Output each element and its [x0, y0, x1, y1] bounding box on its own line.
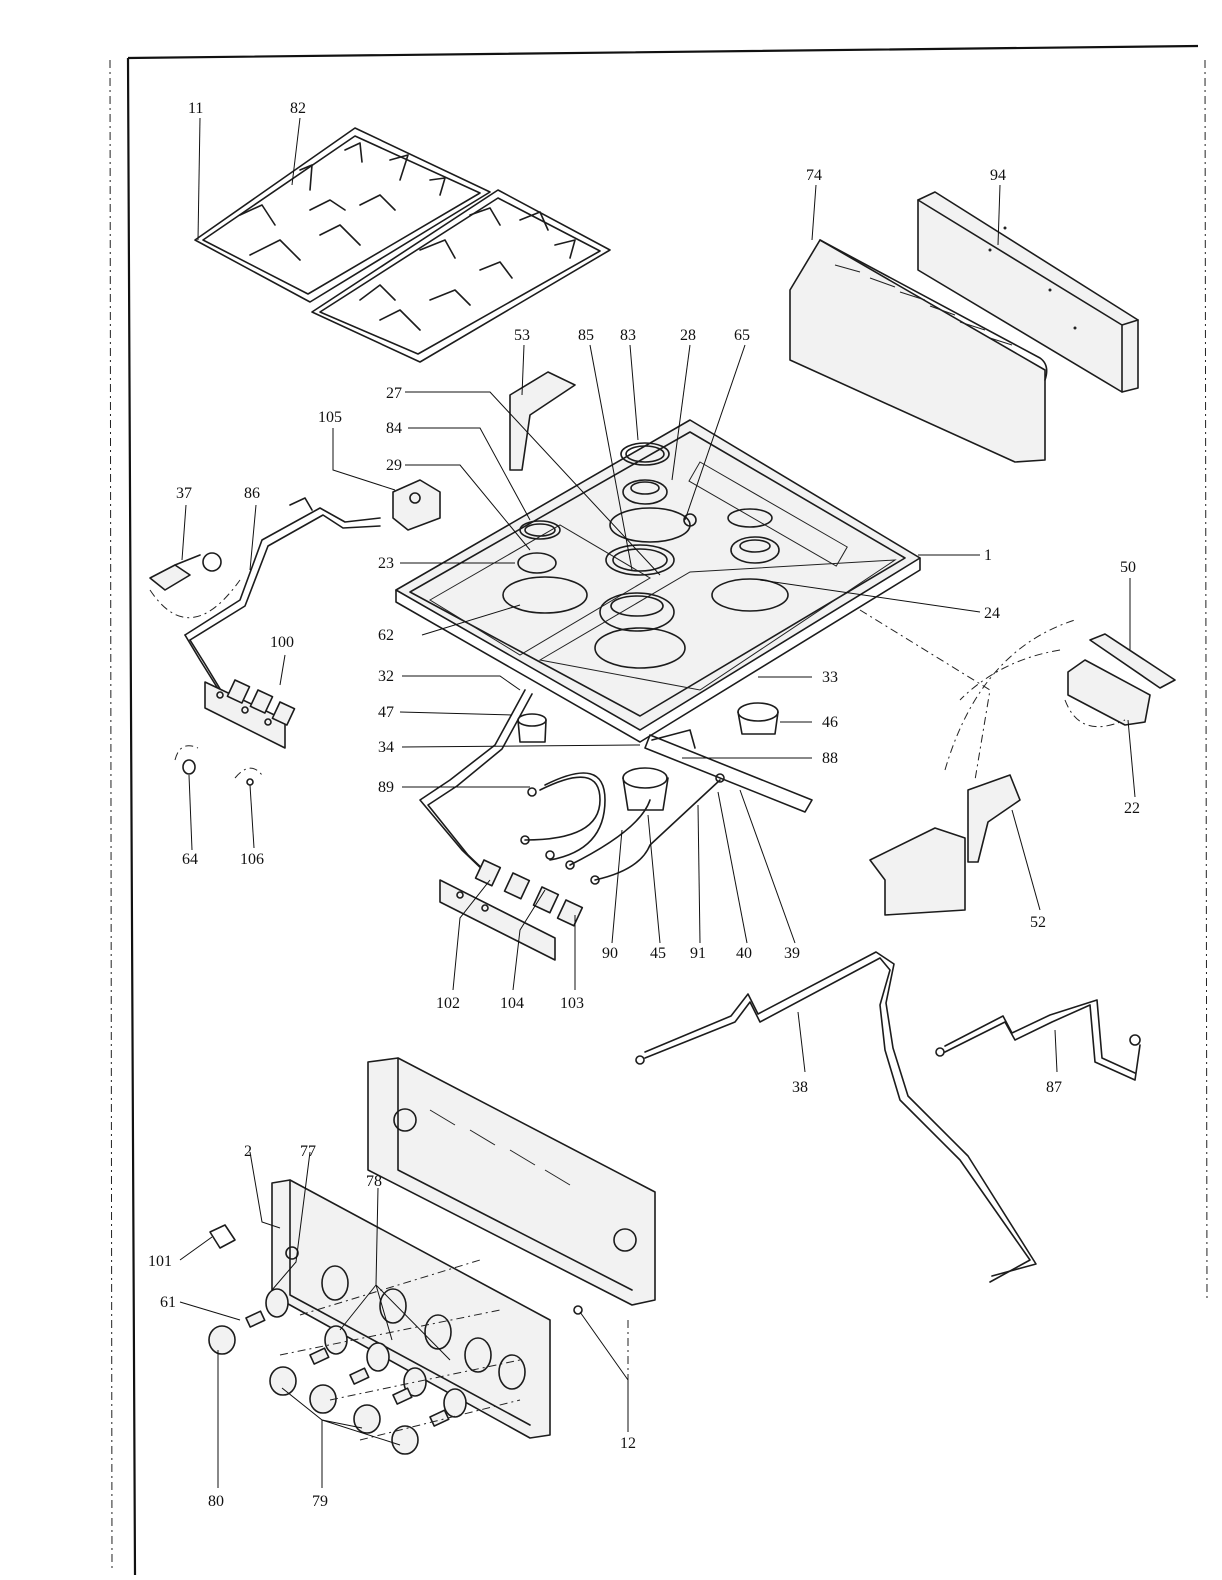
callout-65: 65 — [734, 327, 750, 344]
injector-cup-45 — [623, 768, 668, 810]
callout-52: 52 — [1030, 914, 1046, 931]
screw-106 — [247, 779, 253, 785]
callout-80: 80 — [208, 1493, 224, 1510]
edge-dashed-line-right — [1205, 60, 1207, 1300]
callout-89: 89 — [378, 779, 394, 796]
callout-24: 24 — [984, 605, 1000, 622]
gas-regulator — [393, 480, 440, 530]
injector-cup-46 — [738, 703, 778, 734]
callout-29: 29 — [386, 457, 402, 474]
flexible-hoses — [521, 773, 724, 884]
callout-47: 47 — [378, 704, 394, 721]
callout-64: 64 — [182, 851, 198, 868]
callout-104: 104 — [500, 995, 524, 1012]
seal-64 — [183, 760, 195, 774]
callout-23: 23 — [378, 555, 394, 572]
gas-pipe-87 — [936, 1000, 1140, 1080]
callout-79: 79 — [312, 1493, 328, 1510]
callout-84: 84 — [386, 420, 402, 437]
callout-86: 86 — [244, 485, 260, 502]
rail-88 — [645, 730, 812, 812]
thermostat-37 — [150, 553, 221, 590]
pan-support-grate-left — [195, 128, 490, 302]
callout-74: 74 — [806, 167, 822, 184]
callout-102: 102 — [436, 995, 460, 1012]
edge-dashed-line — [110, 60, 112, 1570]
callout-1: 1 — [984, 547, 992, 564]
callout-91: 91 — [690, 945, 706, 962]
callout-61: 61 — [160, 1294, 176, 1311]
callout-77: 77 — [300, 1143, 316, 1160]
callout-90: 90 — [602, 945, 618, 962]
callout-78: 78 — [366, 1173, 382, 1190]
callout-22: 22 — [1124, 800, 1140, 817]
callout-32: 32 — [378, 668, 394, 685]
callout-34: 34 — [378, 739, 394, 756]
callout-103: 103 — [560, 995, 584, 1012]
callout-28: 28 — [680, 327, 696, 344]
callout-46: 46 — [822, 714, 838, 731]
callout-87: 87 — [1046, 1079, 1062, 1096]
callout-82: 82 — [290, 100, 306, 117]
dashed-link-106 — [235, 768, 262, 778]
callout-2: 2 — [244, 1143, 252, 1160]
bracket-52 — [870, 775, 1020, 915]
support-bracket-53 — [510, 372, 575, 470]
callout-62: 62 — [378, 627, 394, 644]
dashed-link-64 — [175, 746, 198, 760]
gas-pipe-38 — [636, 952, 1036, 1282]
valve-manifold-front — [440, 860, 582, 960]
callout-94: 94 — [990, 167, 1006, 184]
callout-50: 50 — [1120, 559, 1136, 576]
callout-53: 53 — [514, 327, 530, 344]
callout-38: 38 — [792, 1079, 808, 1096]
hob-top-plate — [396, 420, 920, 742]
callout-12: 12 — [620, 1435, 636, 1452]
callout-83: 83 — [620, 327, 636, 344]
callout-100: 100 — [270, 634, 294, 651]
callout-27: 27 — [386, 385, 402, 402]
callout-45: 45 — [650, 945, 666, 962]
valve-manifold-100 — [205, 680, 295, 748]
pan-support-grate-right — [312, 190, 610, 362]
callout-85: 85 — [578, 327, 594, 344]
callout-106: 106 — [240, 851, 264, 868]
callout-40: 40 — [736, 945, 752, 962]
callout-88: 88 — [822, 750, 838, 767]
callout-101: 101 — [148, 1253, 172, 1270]
gas-pipe-center — [420, 690, 532, 876]
callout-39: 39 — [784, 945, 800, 962]
callout-37: 37 — [176, 485, 192, 502]
callout-33: 33 — [822, 669, 838, 686]
callout-11: 11 — [188, 100, 203, 117]
injector-cup-47 — [518, 714, 546, 742]
callout-105: 105 — [318, 409, 342, 426]
